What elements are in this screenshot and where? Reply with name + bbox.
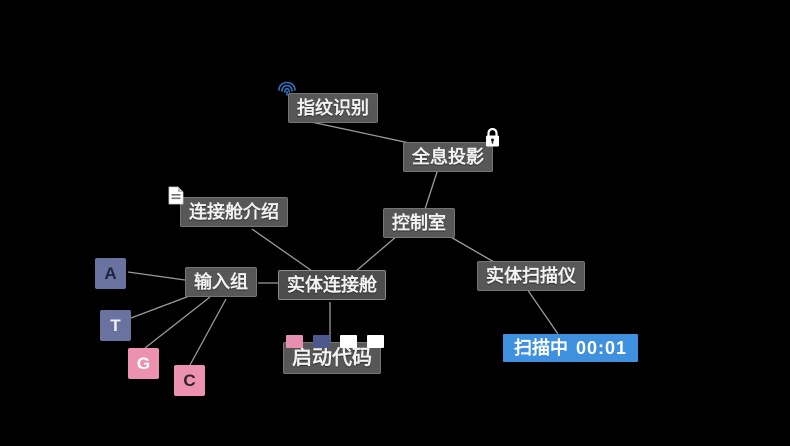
scan-status-badge[interactable]: 扫描中 00:01 [503, 334, 639, 362]
letter-label: G [136, 353, 151, 373]
lock-icon [483, 127, 502, 148]
letter-label: T [110, 315, 121, 335]
edge-c-input [189, 298, 227, 366]
node-label: 实体扫描仪 [486, 266, 576, 286]
node-hologram[interactable]: 全息投影 [403, 127, 499, 172]
node-pod[interactable]: 实体连接舱 [278, 270, 386, 300]
code-chip-white [367, 335, 384, 348]
edge-intro-pod [251, 228, 313, 272]
node-boot-code[interactable]: 启动代码 [283, 335, 384, 374]
edge-hologram-control [424, 168, 439, 210]
node-pod-intro[interactable]: 连接舱介绍 [168, 186, 288, 227]
scan-status-label: 扫描中 [514, 338, 568, 358]
scan-timer: 00:01 [576, 338, 628, 358]
node-label: 实体连接舱 [287, 275, 377, 295]
dna-letter-t[interactable]: T [100, 310, 131, 341]
code-chip-white [340, 335, 357, 348]
node-label: 全息投影 [412, 147, 484, 167]
edge-g-input [144, 296, 211, 349]
dna-letter-g[interactable]: G [128, 348, 159, 379]
edge-scanner-badge [526, 288, 559, 335]
letter-label: A [104, 263, 117, 283]
document-icon [168, 186, 184, 205]
node-scanner[interactable]: 实体扫描仪 [477, 261, 585, 291]
dna-letter-c[interactable]: C [174, 365, 205, 396]
node-control-room[interactable]: 控制室 [383, 208, 455, 238]
node-input-group[interactable]: 输入组 [185, 267, 257, 297]
dna-letter-a[interactable]: A [95, 258, 126, 289]
letter-label: C [183, 370, 196, 390]
edge-control-pod [355, 235, 398, 272]
edge-t-input [130, 294, 193, 319]
edge-a-input [127, 271, 186, 281]
node-label: 输入组 [194, 272, 248, 292]
edge-control-scanner [448, 235, 495, 263]
node-label: 指纹识别 [297, 98, 369, 118]
code-chip-pink [286, 335, 303, 348]
edge-fingerprint-hologram [301, 119, 415, 145]
node-label: 控制室 [392, 213, 446, 233]
node-label: 连接舱介绍 [189, 202, 279, 222]
node-label: 启动代码 [292, 347, 372, 369]
node-fingerprint[interactable]: 指纹识别 [278, 81, 378, 123]
fingerprint-icon [275, 80, 299, 104]
code-chips [286, 335, 384, 348]
code-chip-blue [313, 335, 330, 348]
